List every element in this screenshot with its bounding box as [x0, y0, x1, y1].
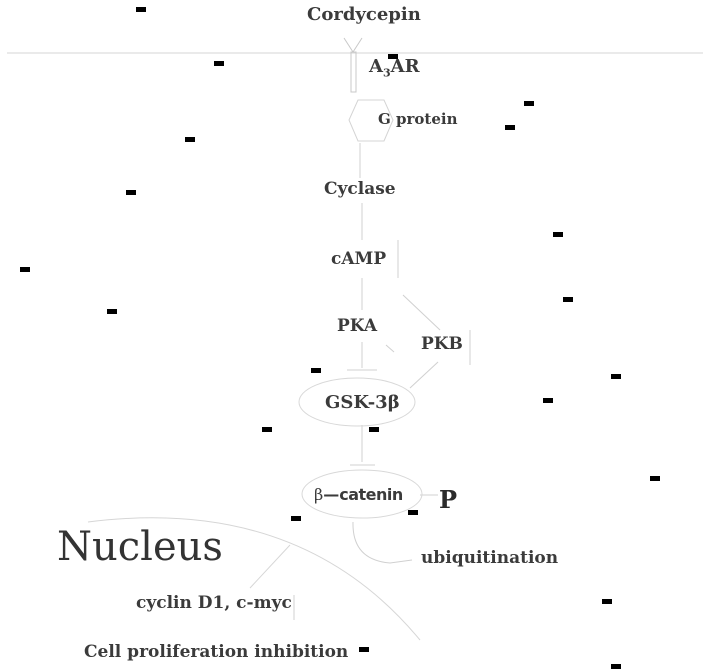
cyclase-label: Cyclase — [324, 179, 396, 199]
marker — [388, 54, 398, 59]
catenin-dash: — — [323, 485, 340, 504]
g-protein-label: G protein — [378, 110, 458, 128]
marker — [553, 232, 563, 237]
outcome-label: Cell proliferation inhibition — [84, 642, 349, 662]
pka-label: PKA — [337, 316, 378, 336]
marker — [311, 368, 321, 373]
receptor-label-sub: 3 — [382, 66, 391, 80]
marker — [602, 599, 612, 604]
marker — [20, 267, 30, 272]
marker — [524, 101, 534, 106]
nucleus-inner-arrow — [249, 544, 291, 589]
gsk-ellipse — [298, 377, 416, 427]
camp-label: cAMP — [331, 249, 387, 269]
receptor-shape — [343, 37, 363, 93]
g-protein-shape — [348, 99, 394, 142]
marker — [611, 374, 621, 379]
catenin-label: β—catenin — [314, 485, 403, 504]
marker — [262, 427, 272, 432]
cascade-arrows — [293, 143, 471, 620]
marker — [107, 309, 117, 314]
ubiquitination-label: ubiquitination — [421, 548, 559, 568]
marker — [505, 125, 515, 130]
marker — [185, 137, 195, 142]
targets-label: cyclin D1, c-myc — [136, 593, 292, 613]
marker — [408, 510, 418, 515]
marker — [214, 61, 224, 66]
catenin-name: catenin — [339, 485, 403, 504]
marker — [136, 7, 146, 12]
marker — [543, 398, 553, 403]
marker — [126, 190, 136, 195]
receptor-label: A3AR — [369, 56, 420, 80]
nucleus-label: Nucleus — [57, 524, 223, 570]
marker — [650, 476, 660, 481]
marker — [291, 516, 301, 521]
receptor-label-main: A — [369, 56, 383, 77]
phosphate-label: P — [439, 485, 458, 514]
catenin-prefix: β — [314, 485, 324, 504]
marker — [611, 664, 621, 669]
receptor-label-rest: AR — [390, 56, 420, 77]
nuclear-envelope — [87, 517, 421, 641]
ligand-label: Cordycepin — [307, 4, 421, 25]
marker — [359, 647, 369, 652]
gsk-label: GSK-3β — [325, 392, 400, 413]
catenin-ellipse — [301, 469, 423, 519]
pkb-label: PKB — [421, 334, 463, 354]
marker — [563, 297, 573, 302]
marker — [369, 427, 379, 432]
